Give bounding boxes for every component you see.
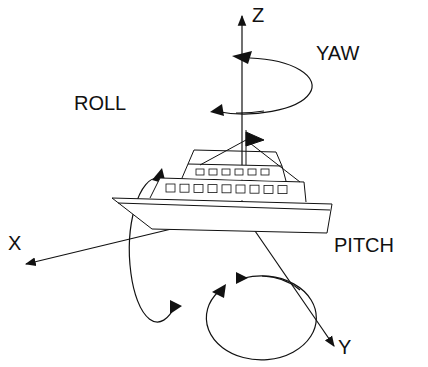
boat-drawing (112, 130, 332, 233)
window (180, 184, 189, 192)
pitch-head (212, 284, 226, 298)
axis-label: YAW (316, 42, 359, 64)
pitch-arrow-tail (262, 276, 300, 290)
flag (246, 132, 264, 146)
window (222, 169, 230, 175)
hull-stripe (118, 203, 330, 210)
window (196, 169, 204, 175)
window (278, 186, 287, 194)
window (194, 184, 203, 192)
axis-label: X (8, 232, 21, 254)
windows (166, 169, 287, 194)
axis-label: PITCH (334, 234, 394, 256)
window (166, 184, 175, 192)
window (264, 185, 273, 193)
rail (194, 150, 276, 152)
pitch-head (236, 272, 248, 284)
cabin (150, 178, 306, 202)
axis-label: Z (252, 4, 264, 26)
pitch-arrow (206, 276, 316, 360)
stay (200, 140, 246, 165)
hull (112, 198, 332, 233)
window (250, 185, 259, 193)
window (222, 185, 231, 193)
window (209, 169, 217, 175)
yaw-arrow-tail (236, 111, 264, 113)
yaw-head (232, 51, 252, 64)
window (236, 185, 245, 193)
roll-head (170, 300, 182, 314)
window (248, 169, 256, 175)
axis-label: Y (338, 336, 351, 358)
window (208, 185, 217, 193)
yaw-arrow (214, 58, 312, 114)
rail (188, 150, 194, 164)
stay (246, 140, 300, 182)
axis-label: ROLL (74, 92, 126, 114)
window (235, 169, 243, 175)
yaw-head (210, 104, 224, 116)
flybridge (182, 164, 286, 181)
window (261, 169, 269, 175)
